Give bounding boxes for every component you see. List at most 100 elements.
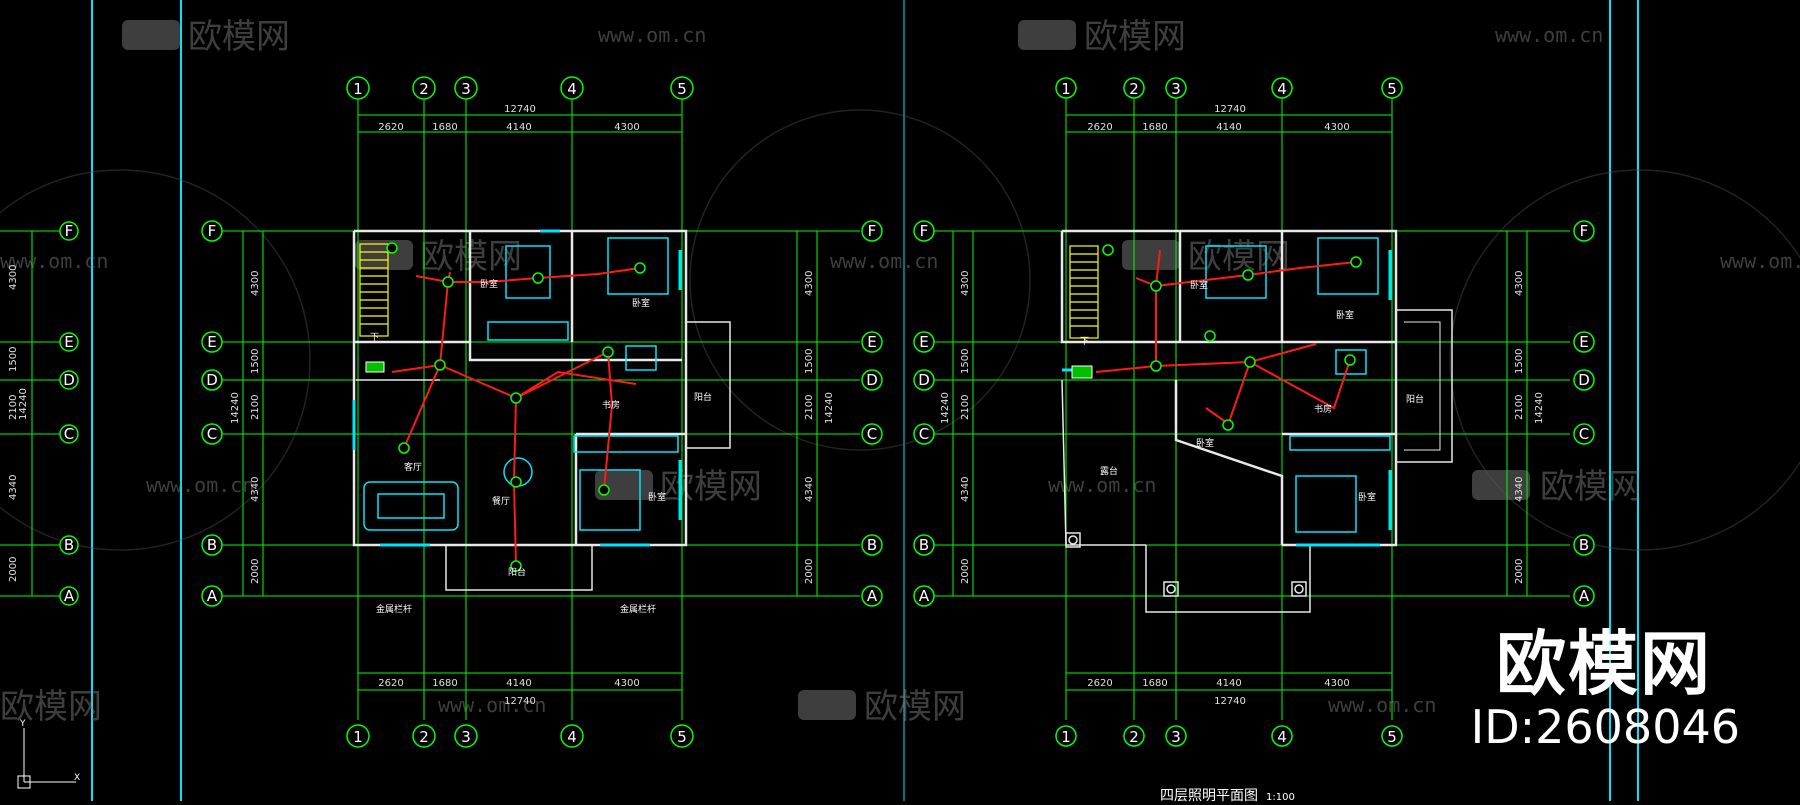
svg-text:5: 5	[1387, 80, 1397, 98]
dim-text: 2620	[378, 678, 403, 689]
svg-text:2: 2	[1129, 728, 1139, 746]
svg-text:D: D	[918, 371, 930, 389]
drawing-scale-text: 1:100	[1266, 792, 1295, 803]
grid-bubble-F: F	[861, 220, 883, 242]
grid-bubble-E: E	[59, 332, 79, 352]
grid-bubble-B: B	[1573, 534, 1595, 556]
room-label: 阳台	[694, 391, 712, 403]
bed-icon	[607, 237, 669, 295]
dim-text: 12740	[1214, 696, 1246, 707]
left-furniture	[363, 237, 679, 531]
dim-text: 4300	[614, 678, 639, 689]
svg-text:D: D	[206, 371, 218, 389]
grid-bubble-4: 4	[560, 724, 584, 748]
left-edge-partial-plan: F E D C B A 4300 1500 2100 14240 4340 2	[0, 221, 80, 789]
dim-text: 1500	[8, 347, 19, 372]
grid-bubble-D: D	[201, 369, 223, 391]
dim-text: 2100	[8, 395, 19, 420]
watermark-brand-text: 欧模网	[0, 687, 102, 727]
watermark-circle	[1449, 169, 1800, 551]
dim-text: 4140	[506, 678, 531, 689]
dim-text: 4340	[804, 477, 815, 502]
right-row-bubbles: F E D C B A F E D C B A	[913, 220, 1595, 607]
svg-text:4: 4	[1277, 80, 1287, 98]
grid-bubble-E: E	[861, 331, 883, 353]
cabinet-icon	[1289, 435, 1391, 451]
watermark-logo: 欧模网	[798, 687, 966, 727]
grid-bubble-C: C	[1573, 423, 1595, 445]
grid-bubble-E: E	[201, 331, 223, 353]
dim-text: 2000	[960, 559, 971, 584]
watermark-brand-text: 欧模网	[660, 467, 762, 507]
grid-bubble-5: 5	[670, 76, 694, 100]
ceiling-light-icon	[1150, 360, 1162, 372]
left-column-bubbles-bottom: 1 2 3 4 5	[346, 724, 694, 748]
svg-text:2: 2	[419, 80, 429, 98]
right-column-bubbles-bottom: 1 2 3 4 5	[1055, 725, 1403, 747]
ceiling-light-icon	[442, 276, 454, 288]
dim-text: 4140	[1216, 122, 1241, 133]
watermark-url-text: www.om.cn	[1328, 693, 1436, 717]
grid-bubble-C: C	[59, 424, 79, 444]
sofa-logo-icon	[1122, 240, 1180, 270]
watermark-logo: 欧模网	[1122, 237, 1290, 277]
grid-bubble-1: 1	[1055, 77, 1077, 99]
ceiling-light-icon	[1344, 354, 1356, 366]
watermark-brand-text: 欧模网	[1188, 237, 1290, 277]
grid-bubble-B: B	[59, 535, 79, 555]
room-label: 卧室	[632, 297, 650, 309]
dim-text: 1500	[1514, 349, 1525, 374]
distribution-box-icon	[365, 361, 385, 373]
left-light-fixtures	[386, 242, 646, 572]
ceiling-light-icon	[1350, 256, 1362, 268]
left-walls	[352, 229, 731, 591]
grid-bubble-D: D	[59, 370, 79, 390]
room-label: 卧室	[1336, 309, 1354, 321]
svg-text:A: A	[1579, 587, 1590, 605]
bed-icon	[505, 245, 551, 299]
right-grid-lines	[930, 97, 1570, 720]
wardrobe-icon	[487, 321, 569, 341]
grid-bubble-D: D	[913, 369, 935, 391]
grid-bubble-F: F	[201, 220, 223, 242]
grid-bubble-5: 5	[670, 724, 694, 748]
ceiling-light-icon	[598, 484, 610, 496]
watermark-brand-text: 欧模网	[1084, 17, 1186, 57]
drawing-title-text: 四层照明平面图	[1160, 788, 1258, 804]
dim-text: 1680	[432, 122, 457, 133]
sofa-logo-icon	[595, 470, 653, 500]
grid-bubble-A: A	[201, 585, 223, 607]
dim-text: 2000	[250, 559, 261, 584]
svg-text:F: F	[920, 222, 929, 240]
right-columns	[1065, 532, 1307, 597]
svg-text:B: B	[919, 536, 929, 554]
grid-bubble-2: 2	[1123, 77, 1145, 99]
dim-text: 2000	[8, 557, 19, 582]
grid-bubble-E: E	[1573, 331, 1595, 353]
right-dimension-texts: 12740 2620 1680 4140 4300 2620 1680 4140…	[940, 104, 1545, 707]
ceiling-light-icon	[434, 359, 446, 371]
dim-text: 4300	[1514, 271, 1525, 296]
room-label: 下	[1080, 337, 1089, 347]
grid-bubble-4: 4	[1271, 725, 1293, 747]
watermark-brand-text: 欧模网	[188, 17, 290, 57]
model-id-text: ID:2608046	[1470, 700, 1740, 754]
watermark-brand-text: 欧模网	[1540, 467, 1642, 507]
ceiling-light-icon	[510, 476, 522, 488]
room-label: 餐厅	[492, 495, 510, 507]
watermark-url-text: www.om.cn	[0, 249, 108, 273]
note-label: 金属栏杆	[376, 603, 412, 615]
left-windows	[352, 229, 682, 547]
svg-text:4: 4	[567, 728, 577, 746]
room-label: 卧室	[648, 491, 666, 503]
grid-bubble-5: 5	[1381, 725, 1403, 747]
room-label: 书房	[602, 399, 620, 411]
bed-icon	[579, 469, 641, 531]
grid-bubble-F: F	[913, 220, 935, 242]
grid-bubble-F: F	[59, 221, 79, 241]
sofa-logo-icon	[1018, 20, 1076, 50]
svg-text:D: D	[1578, 371, 1590, 389]
room-label: 露台	[1100, 465, 1118, 477]
svg-text:B: B	[64, 536, 74, 554]
watermark-url-text: www.om.cn	[598, 23, 706, 47]
